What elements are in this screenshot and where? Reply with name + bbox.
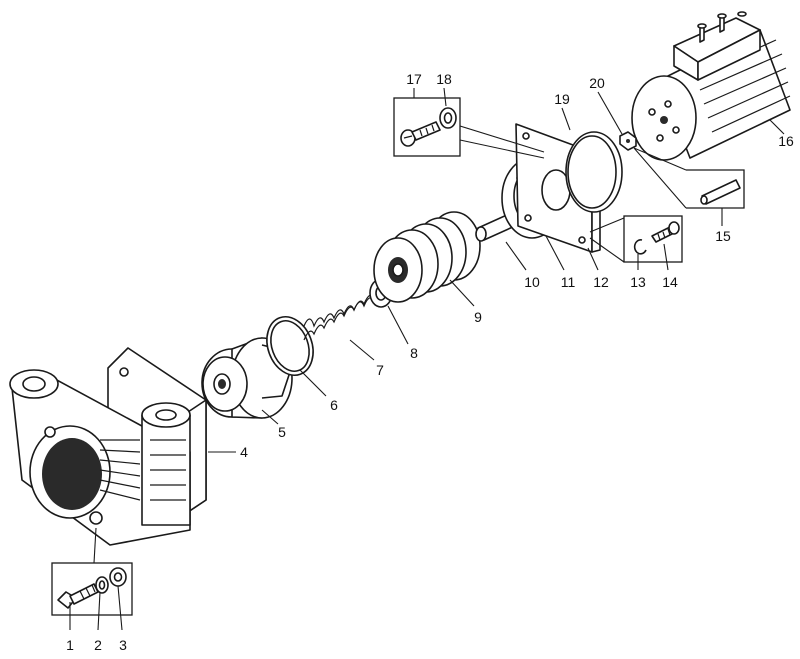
part-7-spring <box>303 294 375 341</box>
callout-17: 17 <box>406 71 422 87</box>
callout-20: 20 <box>589 75 605 91</box>
callout-7: 7 <box>376 362 384 378</box>
callout-18: 18 <box>436 71 452 87</box>
callout-19: 19 <box>554 91 570 107</box>
part-14-screw <box>651 221 680 243</box>
callout-2: 2 <box>94 637 102 653</box>
callout-16: 16 <box>778 133 794 149</box>
callout-15: 15 <box>715 228 731 244</box>
callout-5: 5 <box>278 424 286 440</box>
leader-lines <box>69 87 785 631</box>
callout-4: 4 <box>240 444 248 460</box>
part-19-gasket <box>565 131 623 213</box>
part-13-circlip <box>633 239 647 255</box>
part-20-nut <box>619 131 637 151</box>
part-6-o-ring <box>266 316 314 376</box>
fastener-group-15 <box>633 147 745 209</box>
fastener-group-13-14 <box>589 215 683 263</box>
part-18-washer <box>439 107 457 129</box>
part-1-bolt <box>57 583 99 609</box>
callout-14: 14 <box>662 274 678 290</box>
callout-3: 3 <box>119 637 127 653</box>
callout-6: 6 <box>330 397 338 413</box>
callout-9: 9 <box>474 309 482 325</box>
part-4-housing <box>9 347 207 546</box>
part-17-screw <box>400 121 441 147</box>
fastener-group-1-3 <box>51 527 133 616</box>
callout-1: 1 <box>66 637 74 653</box>
callout-10: 10 <box>524 274 540 290</box>
callout-labels: 1 2 3 4 5 6 7 8 9 10 11 12 13 14 15 16 1… <box>66 71 794 653</box>
callout-13: 13 <box>630 274 646 290</box>
callout-12: 12 <box>593 274 609 290</box>
fastener-group-17-18 <box>393 97 545 159</box>
callout-8: 8 <box>410 345 418 361</box>
part-9-disc-stack <box>373 211 481 303</box>
part-3-flat-washer <box>109 567 127 587</box>
callout-11: 11 <box>561 274 576 290</box>
part-2-lock-washer <box>95 576 109 594</box>
part-16-cylinder <box>631 11 791 161</box>
